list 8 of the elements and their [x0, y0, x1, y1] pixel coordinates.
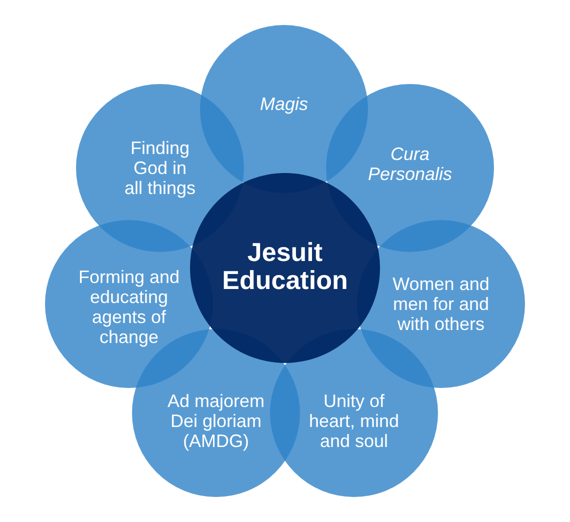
petal-label: Finding God in all things	[123, 138, 197, 198]
petal-label: Ad majorem Dei gloriam (AMDG)	[166, 391, 266, 451]
center-title: Jesuit Education	[221, 238, 349, 294]
petal-label: Forming and educating agents of change	[77, 267, 181, 347]
petal-label: Cura Personalis	[366, 144, 454, 184]
petal-label: Women and men for and with others	[392, 274, 490, 334]
petal-label: Unity of heart, mind and soul	[308, 391, 400, 451]
petal-label: Magis	[258, 94, 309, 114]
